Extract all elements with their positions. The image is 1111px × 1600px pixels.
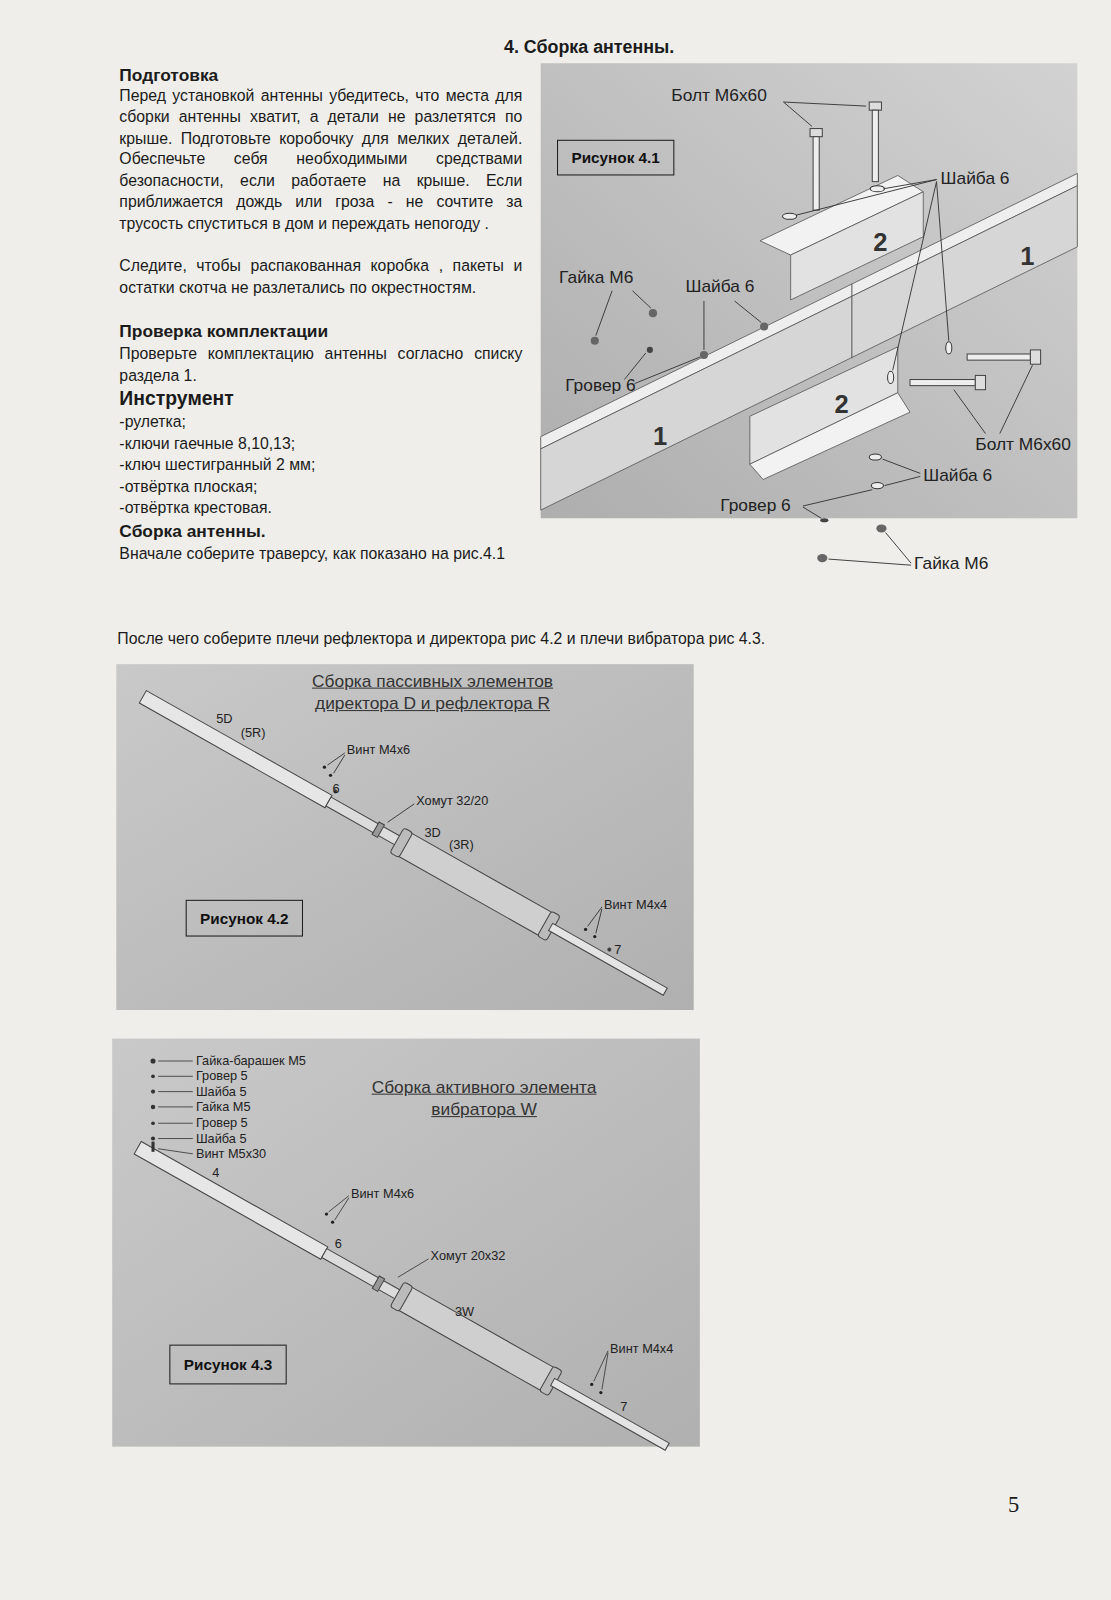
section-heading: Подготовка	[119, 65, 218, 86]
part-label: Гровер 6	[565, 375, 635, 396]
callout-number: 2	[873, 226, 887, 257]
panel-heading: Сборка активного элемента вибратора W	[339, 1076, 630, 1121]
page-title: 4. Сборка антенны.	[504, 37, 674, 58]
figure-caption: Рисунок 4.2	[200, 910, 288, 927]
figure-caption-box: Рисунок 4.1	[557, 140, 674, 176]
callout-number: 6	[333, 781, 340, 796]
list-item: -отвёртка крестовая.	[119, 499, 272, 518]
callout-number: (3R)	[449, 838, 474, 853]
part-label: Гровер 6	[720, 496, 790, 517]
callout-number: 3W	[455, 1305, 474, 1320]
paragraph: Следите, чтобы распакованная коробка , п…	[119, 256, 522, 298]
paragraph: Вначале соберите траверсу, как показано …	[119, 544, 522, 565]
part-label: Болт М6х60	[671, 86, 767, 107]
paragraph: После чего соберите плечи рефлектора и д…	[117, 629, 765, 648]
part-label: Винт М5х30	[196, 1147, 266, 1162]
callout-number: 1	[653, 420, 667, 451]
paragraph: Перед установкой антенны убедитесь, что …	[119, 86, 522, 235]
part-label: Гровер 5	[196, 1116, 248, 1131]
part-label: Гайка М6	[559, 267, 633, 288]
figure-caption-box: Рисунок 4.3	[169, 1345, 286, 1385]
callout-number: 7	[620, 1400, 627, 1415]
callout-number: 7	[614, 943, 621, 958]
figure-caption-box: Рисунок 4.2	[186, 900, 303, 937]
list-item: -ключи гаечные 8,10,13;	[119, 435, 295, 454]
callout-number: (5R)	[241, 725, 266, 740]
callout-number: 4	[212, 1166, 219, 1181]
list-item: -отвёртка плоская;	[119, 477, 257, 496]
callout-number: 2	[835, 389, 849, 420]
part-label: Хомут 20х32	[431, 1249, 506, 1264]
page-number: 5	[1008, 1492, 1019, 1519]
figure-caption: Рисунок 4.1	[571, 149, 659, 166]
part-label: Хомут 32/20	[416, 794, 488, 809]
part-label: Винт М4х4	[610, 1342, 673, 1357]
part-label: Болт М6х60	[975, 435, 1071, 456]
part-label: Гайка М5	[196, 1100, 251, 1115]
figure-panel: Сборка пассивных элементов директора D и…	[116, 664, 693, 1010]
part-label: Шайба 6	[941, 168, 1010, 189]
section-heading: Проверка комплектации	[119, 321, 328, 342]
section-heading: Сборка антенны.	[119, 521, 265, 542]
part-label: Гровер 5	[196, 1069, 248, 1084]
callout-number: 6	[335, 1236, 342, 1251]
list-item: -рулетка;	[119, 413, 186, 432]
callout-number: 5D	[216, 712, 232, 727]
callout-number: 1	[1020, 241, 1034, 272]
paragraph: Проверьте комплектацию антенны согласно …	[119, 344, 522, 386]
part-label: Винт М4х6	[347, 743, 410, 758]
panel-heading: Сборка пассивных элементов директора D и…	[285, 670, 581, 715]
part-label: Шайба 5	[196, 1131, 247, 1146]
callout-number: 3D	[424, 825, 440, 840]
figure-caption: Рисунок 4.3	[184, 1356, 272, 1373]
list-item: -ключ шестигранный 2 мм;	[119, 456, 315, 475]
part-label: Гайка-барашек М5	[196, 1054, 306, 1069]
part-label: Шайба 5	[196, 1084, 247, 1099]
section-heading: Инструмент	[119, 388, 233, 411]
part-label: Гайка М6	[914, 554, 988, 575]
part-label: Винт М4х4	[604, 898, 667, 913]
figure-panel: Сборка активного элемента вибратора W Рис…	[112, 1039, 700, 1447]
part-label: Шайба 6	[923, 465, 992, 486]
part-label: Шайба 6	[686, 276, 755, 297]
part-label: Винт М4х6	[351, 1186, 414, 1201]
